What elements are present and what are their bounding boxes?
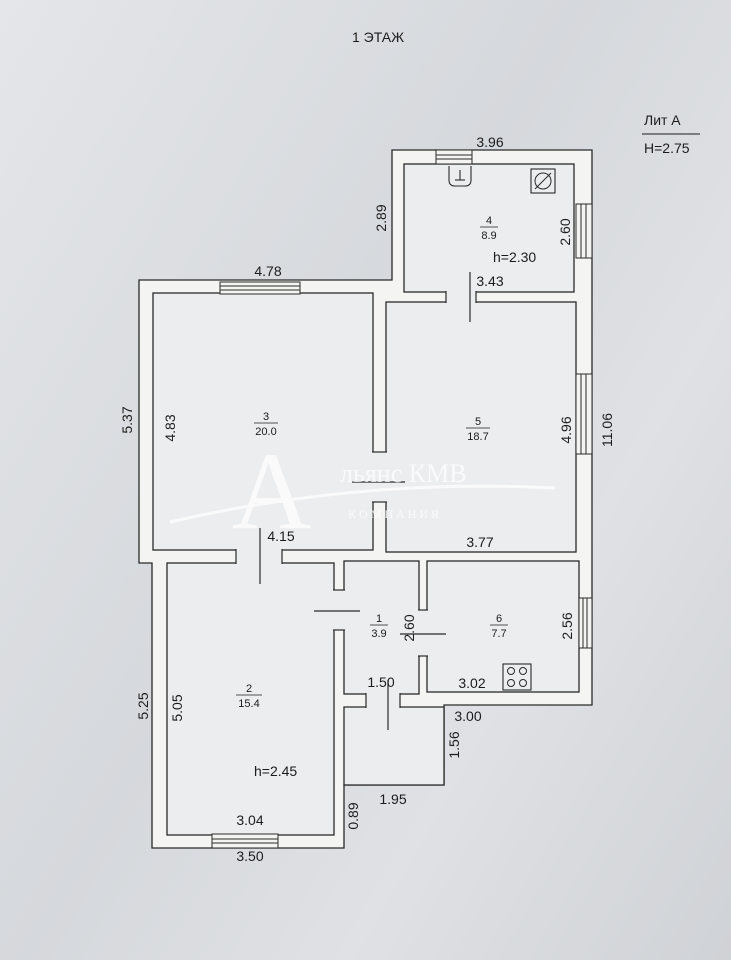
room-area: 3.9 bbox=[371, 628, 386, 640]
dim-room3-bottom: 4.15 bbox=[267, 528, 294, 544]
window-right-room4 bbox=[575, 203, 593, 259]
room-4-label: 4 8.9 bbox=[480, 215, 498, 242]
door-room3-room2 bbox=[235, 528, 283, 584]
room-number: 2 bbox=[246, 683, 252, 695]
dim-room3-left: 4.83 bbox=[162, 414, 178, 441]
vestibule-area bbox=[343, 706, 445, 786]
dim-top-room4: 3.96 bbox=[476, 134, 503, 150]
watermark-letter: А bbox=[232, 430, 311, 552]
room-6-label: 6 7.7 bbox=[490, 613, 508, 640]
dim-vestibule-bottom: 1.95 bbox=[379, 791, 406, 807]
stove-icon bbox=[502, 663, 532, 691]
dim-room4-bottom: 3.43 bbox=[476, 273, 503, 289]
boiler-icon bbox=[530, 168, 556, 194]
dim-outer-bottom: 3.50 bbox=[236, 848, 263, 864]
dim-room6-right: 2.56 bbox=[559, 612, 575, 639]
room-area: 8.9 bbox=[481, 230, 496, 242]
dim-room1-right: 2.60 bbox=[401, 614, 417, 641]
dim-room6-bottom: 3.02 bbox=[458, 675, 485, 691]
dim-vestibule-left: 0.89 bbox=[345, 802, 361, 829]
dim-outer-right: 11.06 bbox=[599, 413, 615, 447]
dim-right-room4: 2.60 bbox=[557, 218, 573, 245]
room-2-label: 2 15.4 bbox=[236, 683, 262, 710]
window-bottom-room2 bbox=[211, 833, 279, 849]
window-right-room5 bbox=[575, 373, 593, 455]
room-1-label: 1 3.9 bbox=[370, 613, 388, 640]
room-number: 1 bbox=[376, 613, 382, 625]
room-3-label: 3 20.0 bbox=[254, 411, 278, 438]
dim-outer-left-bottom: 5.25 bbox=[135, 692, 151, 719]
lit-height: H=2.75 bbox=[644, 140, 690, 156]
floor-title: 1 ЭТАЖ bbox=[352, 29, 404, 45]
room-5-area bbox=[385, 301, 577, 553]
dim-outer-left-top: 5.37 bbox=[119, 406, 135, 433]
room-area: 15.4 bbox=[238, 698, 259, 710]
dim-room5-right: 4.96 bbox=[558, 416, 574, 443]
dim-vestibule-right: 1.56 bbox=[446, 731, 462, 758]
room-4-height: h=2.30 bbox=[493, 249, 536, 265]
room-5-label: 5 18.7 bbox=[466, 416, 490, 443]
sink-icon bbox=[448, 166, 472, 187]
window-top-room3 bbox=[219, 281, 301, 295]
room-number: 6 bbox=[496, 613, 502, 625]
room-2-height: h=2.45 bbox=[254, 763, 297, 779]
window-top-room4 bbox=[435, 149, 473, 165]
door-room1-room6 bbox=[400, 609, 446, 657]
door-room2-room1 bbox=[314, 589, 360, 631]
dim-left-room4: 2.89 bbox=[373, 204, 389, 231]
lit-name: Лит А bbox=[644, 112, 681, 128]
dim-top-room3: 4.78 bbox=[254, 263, 281, 279]
watermark: А льянс КМВ К О М П А Н И Я bbox=[169, 430, 556, 552]
watermark-sub: К О М П А Н И Я bbox=[348, 507, 439, 521]
room-number: 3 bbox=[263, 411, 269, 423]
room-area: 7.7 bbox=[491, 628, 506, 640]
room-number: 4 bbox=[486, 215, 492, 227]
room-area: 20.0 bbox=[255, 426, 276, 438]
dim-room2-bottom: 3.04 bbox=[236, 812, 263, 828]
dim-room1-bottom: 1.50 bbox=[367, 674, 394, 690]
room-2-area bbox=[166, 562, 335, 836]
door-room4-room5 bbox=[445, 272, 477, 322]
dim-room5-bottom: 3.77 bbox=[466, 534, 493, 550]
window-right-room6 bbox=[578, 597, 593, 649]
dim-room2-left: 5.05 bbox=[169, 694, 185, 721]
room-4-area bbox=[403, 163, 575, 293]
door-room1-vestibule bbox=[365, 680, 401, 730]
room-area: 18.7 bbox=[467, 431, 488, 443]
watermark-brand: льянс КМВ bbox=[340, 459, 467, 488]
dim-outer-bottom-right: 3.00 bbox=[454, 708, 481, 724]
room-number: 5 bbox=[475, 416, 481, 428]
